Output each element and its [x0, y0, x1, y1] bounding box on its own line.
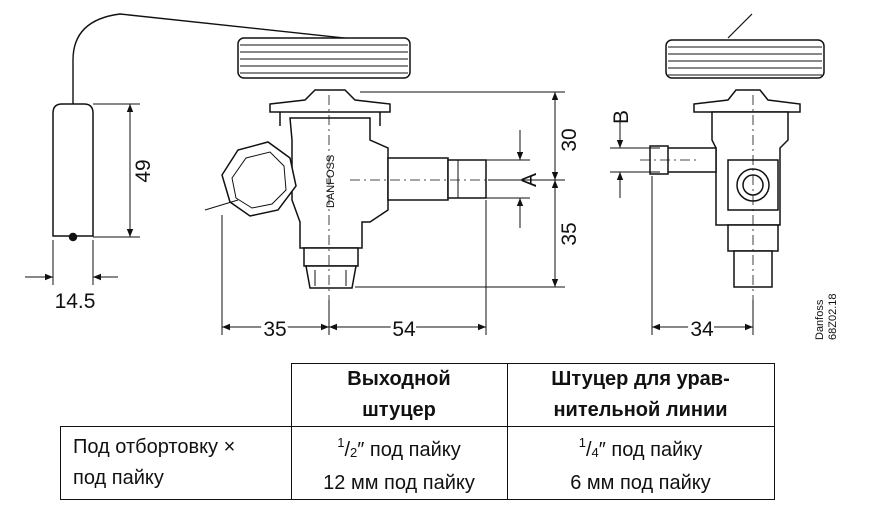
header-equalizer-line1: Штуцер для урав- — [551, 368, 730, 390]
table-header-row: Выходной штуцер Штуцер для урав- нительн… — [60, 363, 775, 427]
row-label-line1: Под отбортовку × — [73, 436, 236, 458]
equalizer-cell: 1/4″ под пайку 6 мм под пайку — [506, 426, 775, 500]
outlet-line1: 1/2″ под пайку — [292, 427, 507, 468]
dim-35-horizontal-label: 35 — [263, 318, 286, 341]
equalizer-fraction-num: 1 — [578, 435, 586, 450]
dim-vertical-right — [355, 91, 565, 288]
header-outlet-line2: штуцер — [362, 399, 436, 421]
header-equalizer: Штуцер для урав- нительной линии — [506, 363, 775, 427]
table-corner-cell — [60, 363, 292, 427]
outlet-line1-suffix: ″ под пайку — [357, 439, 461, 461]
row-label: Под отбортовку × под пайку — [60, 426, 292, 500]
row-label-line2: под пайку — [73, 467, 164, 489]
sensing-bulb — [52, 103, 94, 242]
dim-35-vertical-label: 35 — [558, 222, 581, 245]
header-equalizer-line2: нительной линии — [553, 399, 728, 421]
capillary-tube — [72, 13, 401, 104]
equalizer-line1: 1/4″ под пайку — [508, 427, 774, 468]
dim-b-label: B — [610, 110, 633, 124]
outlet-fraction-num: 1 — [337, 435, 345, 450]
equalizer-line1-suffix: ″ под пайку — [598, 439, 703, 461]
header-outlet: Выходной штуцер — [290, 363, 508, 427]
drawing-code-line2: 68Z02.18 — [827, 294, 839, 340]
dim-34-label: 34 — [690, 318, 714, 341]
dim-a-label: A — [518, 173, 541, 187]
table-row: Под отбортовку × под пайку 1/2″ под пайк… — [60, 426, 775, 500]
dim-side-width — [651, 176, 754, 335]
equalizer-fraction-den: 4 — [591, 445, 599, 460]
outlet-fraction-den: 2 — [350, 445, 358, 460]
outlet-cell: 1/2″ под пайку 12 мм под пайку — [290, 426, 508, 500]
dim-14-5-label: 14.5 — [55, 290, 96, 313]
dim-a — [486, 130, 530, 228]
centerlines-side — [640, 95, 754, 300]
equalizer-line2: 6 мм под пайку — [570, 472, 711, 494]
dim-b — [610, 120, 660, 198]
dim-49-label: 49 — [132, 159, 155, 182]
valve-side-view — [649, 13, 825, 288]
dim-54-label: 54 — [392, 318, 416, 341]
dim-bulb-width — [25, 240, 118, 285]
outlet-line2: 12 мм под пайку — [323, 472, 475, 494]
brand-label: DANFOSS — [325, 155, 337, 208]
drawing-code-line1: Danfoss — [814, 299, 826, 340]
dim-bulb-height — [93, 103, 140, 238]
outlet-fraction: 1/2 — [337, 435, 358, 461]
dim-30-label: 30 — [558, 128, 581, 151]
side-capillary-coil — [665, 39, 825, 79]
valve-front-view — [204, 37, 487, 289]
header-outlet-line1: Выходной — [347, 368, 451, 390]
capillary-coil — [237, 37, 411, 79]
dim-horizontal-front — [221, 200, 487, 335]
spec-table: Выходной штуцер Штуцер для урав- нительн… — [60, 363, 775, 500]
equalizer-fraction: 1/4 — [578, 435, 599, 461]
valve-technical-drawing: 49 14.5 — [25, 13, 839, 341]
